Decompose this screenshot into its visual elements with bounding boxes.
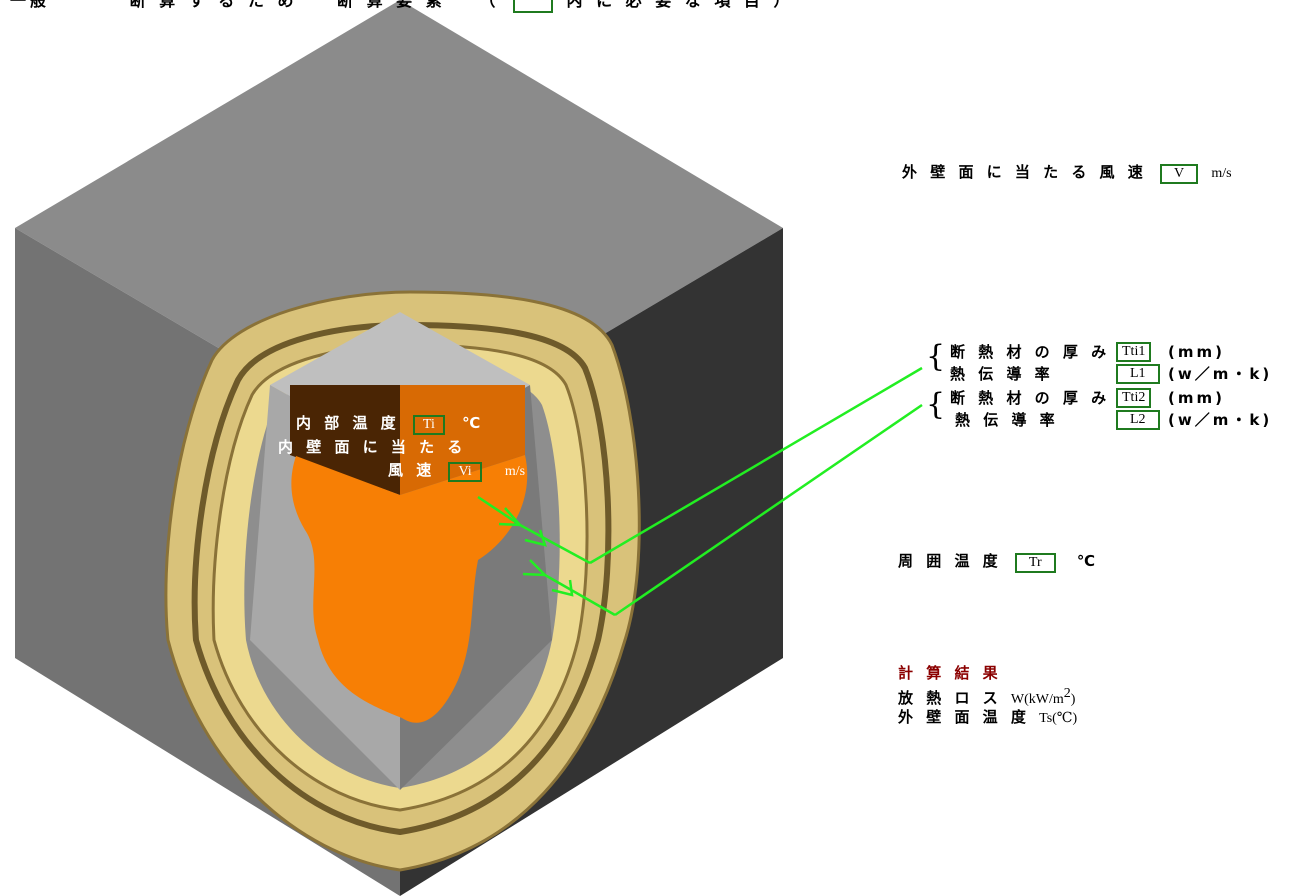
insulation1-conductivity-input[interactable]: L1: [1116, 364, 1160, 384]
insulation1-conductivity-unit: (w／m・k): [1168, 365, 1273, 383]
arrowhead-1b: [524, 529, 547, 547]
insulation2-conductivity-input[interactable]: L2: [1116, 410, 1160, 430]
insulation1-thickness-input[interactable]: Tti1: [1116, 342, 1152, 362]
insulation2-thickness-unit: (mm): [1168, 389, 1225, 407]
inner-dark-wedge: [290, 385, 400, 495]
arrowhead-2a: [522, 559, 549, 577]
insulation1-conductivity: 熱 伝 導 率: [950, 365, 1054, 383]
results-heading: 計 算 結 果: [898, 664, 1002, 682]
arrow-leader-2-tail: [544, 573, 616, 617]
insulation1-thickness-unit: (mm): [1168, 343, 1225, 361]
inner-orange-body: [291, 455, 528, 723]
heat-loss: 放 熱 ロ ス W(kW/m2): [898, 686, 1076, 707]
brace-2: {: [926, 387, 946, 422]
arrowhead-1a: [498, 507, 523, 527]
title-box-icon: [512, 0, 553, 13]
brace-1: {: [926, 339, 946, 374]
inner-wind-input[interactable]: Vi: [448, 462, 482, 482]
insulation2-conductivity: 熱 伝 導 率: [955, 411, 1059, 429]
inner-temperature: 内 部 温 度 Ti ℃: [296, 414, 484, 435]
arrow-leader-2: [614, 403, 923, 617]
insulation2-thickness-input[interactable]: Tti2: [1116, 388, 1152, 408]
inner-wind-label-line1: 内 壁 面 に 当 た る: [278, 438, 467, 456]
ambient-temp-input[interactable]: Tr: [1014, 553, 1056, 573]
arrow-leader-1-tail: [519, 523, 591, 565]
title-fragments: 一般 断 算 す る た め 断 算 要 素 （ 内 に 必 要 な 項 目 ）: [10, 0, 794, 13]
ambient-temperature: 周 囲 温 度 Tr ℃: [898, 552, 1099, 573]
outer-wind-speed: 外 壁 面 に 当 た る 風 速 V m/s: [902, 163, 1232, 184]
outer-wind-input[interactable]: V: [1160, 164, 1199, 184]
arrow-inner: [477, 495, 521, 527]
insulation1-thickness: 断 熱 材 の 厚 み: [950, 343, 1111, 361]
arrowhead-2b: [551, 579, 574, 597]
inner-temp-input[interactable]: Ti: [412, 415, 445, 435]
inner-orange-wedge: [400, 385, 525, 495]
insulation2-thickness: 断 熱 材 の 厚 み: [950, 389, 1111, 407]
inner-wind-speed: 風 速 Vi m/s: [388, 461, 525, 482]
insulation-gap: [191, 321, 612, 836]
arrow-leader-1: [589, 366, 923, 565]
insulation2-conductivity-unit: (w／m・k): [1168, 411, 1273, 429]
callout-arrows: [477, 366, 923, 617]
surface-temperature: 外 壁 面 温 度 Ts(℃): [898, 708, 1078, 726]
